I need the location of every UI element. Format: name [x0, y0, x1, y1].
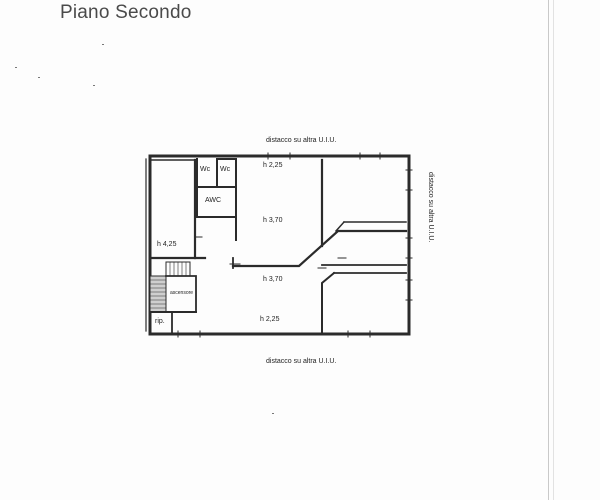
scan-edge-line-secondary — [553, 0, 554, 500]
wc1-walls — [196, 158, 218, 188]
scan-speck — [38, 77, 40, 78]
height-label-stair: h 4,25 — [157, 241, 177, 248]
landing-treads — [169, 261, 187, 277]
wc2-label: Wc — [220, 166, 231, 173]
stair-flight — [149, 275, 167, 313]
inner-wall-diagonal — [334, 220, 346, 233]
lower-room-wall — [321, 271, 336, 333]
diagonal-wall-top — [231, 229, 408, 268]
lift-label: ascensore — [170, 290, 194, 296]
wc2-walls — [216, 158, 237, 188]
scan-speck — [15, 67, 17, 68]
height-label-lower: h 3,70 — [263, 276, 283, 283]
window-marks-bottom — [177, 330, 371, 338]
outer-wall — [148, 154, 411, 336]
awc-label: AWC — [205, 197, 222, 204]
wc1-label: Wc — [200, 166, 211, 173]
window-marks-top — [267, 152, 381, 160]
scan-speck — [93, 85, 95, 86]
height-label-bottom: h 2,25 — [260, 316, 280, 323]
page-title: Piano Secondo — [60, 2, 192, 23]
bottom-boundary-note: distacco su altra U.I.U. — [266, 358, 337, 365]
awc-walls — [196, 186, 237, 218]
window-marks-right — [405, 169, 413, 301]
height-label-top: h 2,25 — [263, 162, 283, 169]
right-boundary-note: distacco su altra U.I.U. — [427, 172, 434, 243]
stair-treads — [149, 279, 167, 309]
height-label-main: h 3,70 — [263, 217, 283, 224]
scan-edge-line — [548, 0, 549, 500]
scan-speck — [102, 44, 104, 45]
scan-speck — [272, 413, 274, 414]
top-boundary-note: distacco su altra U.I.U. — [266, 137, 337, 144]
door-marks — [195, 236, 347, 269]
storage-label: rip. — [155, 318, 165, 325]
